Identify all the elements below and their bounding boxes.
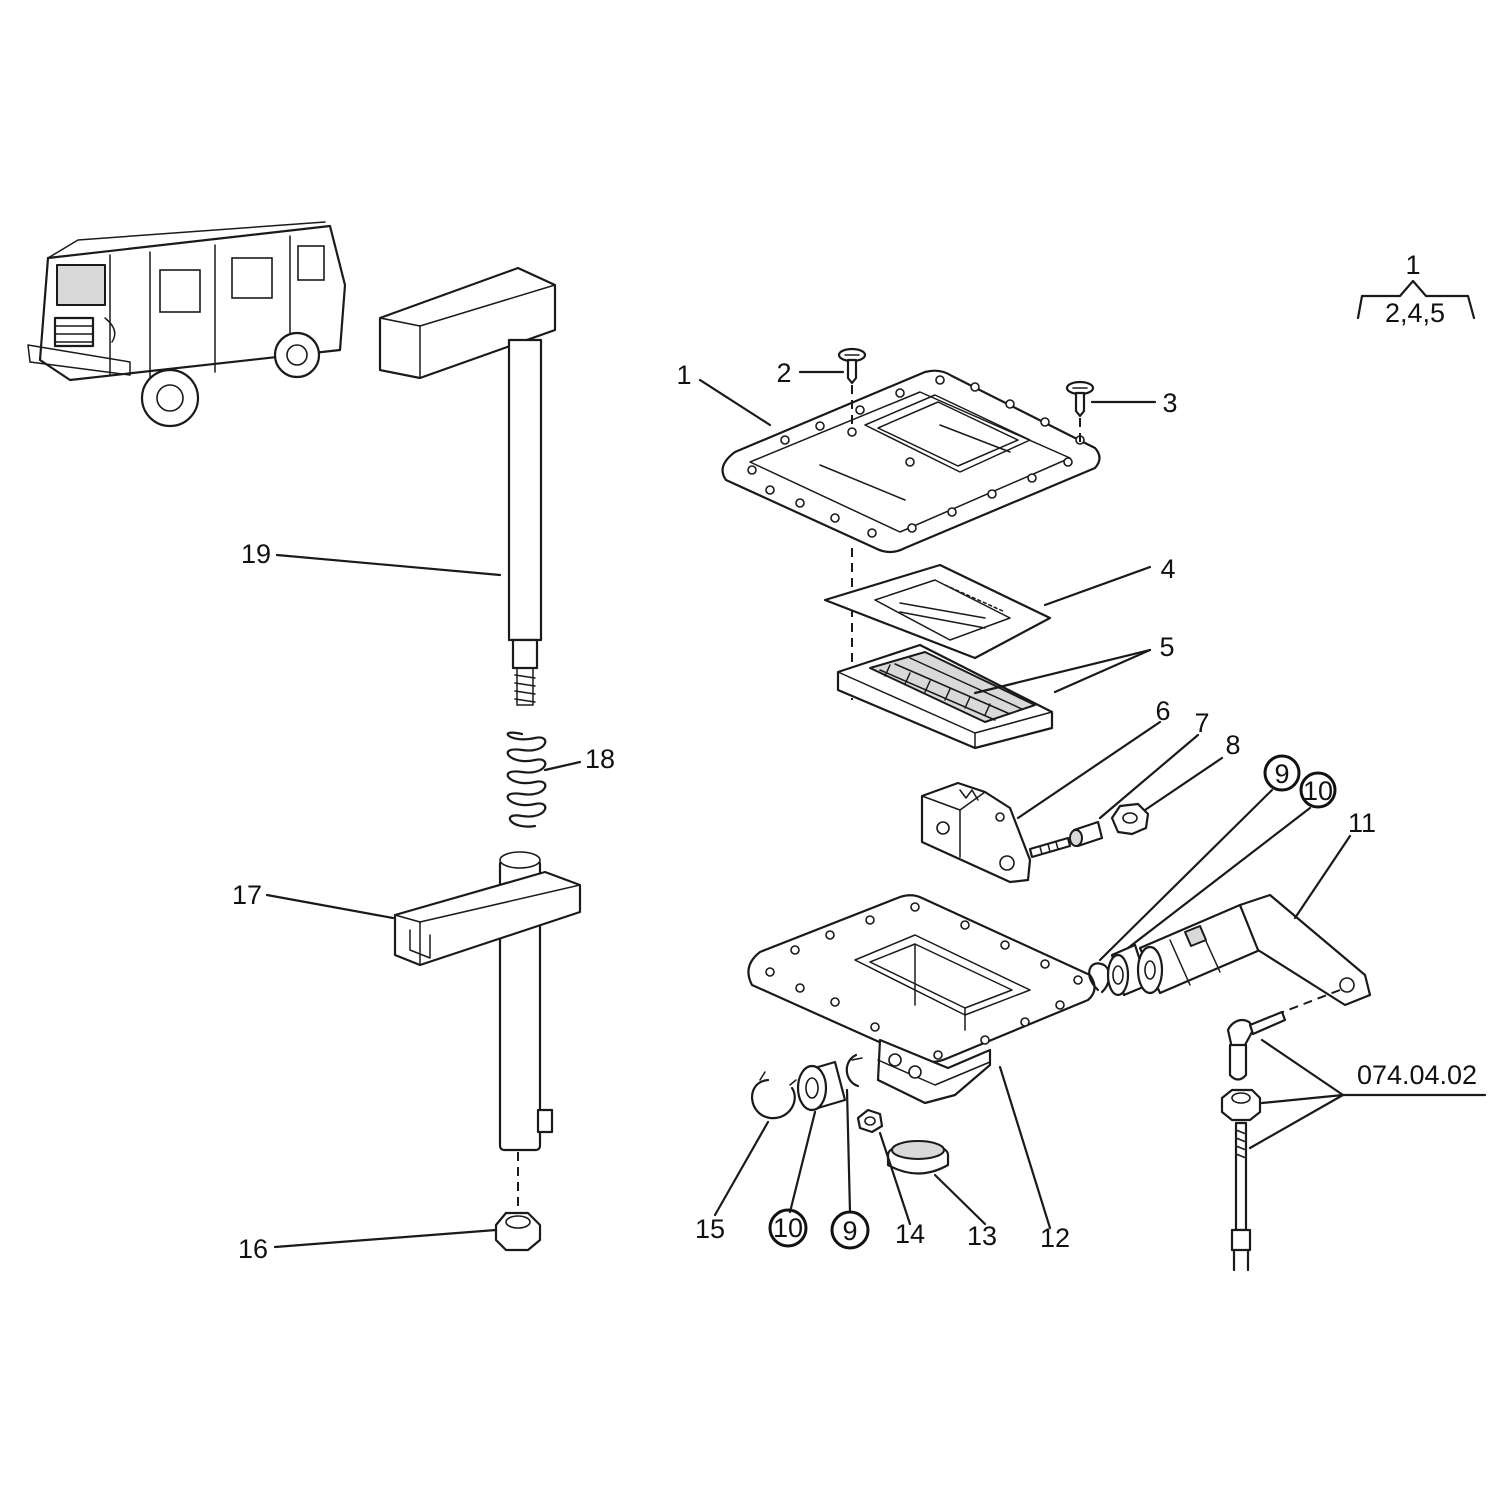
callout-7: 7 — [1194, 708, 1209, 738]
callout-14: 14 — [895, 1219, 925, 1249]
callout-12: 12 — [1040, 1223, 1070, 1253]
part-8-nut — [1110, 802, 1150, 836]
callout-16: 16 — [238, 1234, 268, 1264]
callout-9-upper-circle — [1263, 754, 1301, 792]
part-9-upper-circlip — [1088, 962, 1111, 994]
callout-9-lower-circle — [830, 1210, 870, 1250]
callout-10-upper-circle — [1299, 771, 1337, 809]
linkage-ball-joint — [1226, 1010, 1287, 1081]
callout-2: 2 — [776, 358, 791, 388]
part-3-screw — [1065, 380, 1095, 445]
base-housing-bolt-holes — [765, 902, 1083, 1060]
part-14-small-nut — [856, 1108, 884, 1134]
callout-19: 19 — [241, 539, 271, 569]
callout-4: 4 — [1160, 554, 1175, 584]
part-17-lever-bracket — [393, 851, 582, 1152]
linkage-rod — [1230, 1121, 1252, 1272]
callout-5: 5 — [1159, 632, 1174, 662]
callout-8: 8 — [1225, 730, 1240, 760]
part-15-retaining-ring — [751, 1071, 797, 1120]
callout-9-lower: 9 — [842, 1216, 857, 1246]
part-7-bolt-bushing — [1028, 820, 1104, 859]
assembly-key-parent: 1 — [1405, 250, 1420, 280]
part-9-lower-circlip — [845, 1053, 863, 1088]
part-1-cover-plate — [721, 369, 1101, 554]
callout-3: 3 — [1162, 388, 1177, 418]
vehicle-thumbnail — [27, 221, 347, 428]
part-2-screw — [837, 347, 867, 428]
part-10-lower-bushing — [796, 1060, 847, 1112]
part-19-gear-lever — [378, 266, 557, 706]
callout-15: 15 — [695, 1214, 725, 1244]
callout-17: 17 — [232, 880, 262, 910]
part-16-nut — [494, 1152, 542, 1252]
callout-labels: 1 2 3 4 5 6 7 8 9 10 11 12 13 14 9 10 15… — [232, 358, 1477, 1264]
assembly-key: 1 2,4,5 — [1356, 250, 1476, 328]
callout-10-upper: 10 — [1303, 776, 1333, 806]
part-11-selector-shaft — [1136, 893, 1372, 1021]
leader-lines — [265, 370, 1487, 1249]
callout-11: 11 — [1348, 808, 1376, 838]
part-18-spring — [506, 731, 547, 828]
part-5-gate-guides — [836, 643, 1054, 750]
linkage-nut — [1220, 1088, 1262, 1122]
part-12-base-housing — [747, 894, 1096, 1105]
callout-10-lower-circle — [768, 1208, 808, 1248]
callout-1: 1 — [676, 360, 691, 390]
part-4-gate-plate — [823, 563, 1052, 660]
part-13-plug — [886, 1140, 950, 1175]
cover-plate-bolt-holes — [747, 375, 1085, 538]
callout-13: 13 — [967, 1221, 997, 1251]
reference-number: 074.04.02 — [1357, 1060, 1477, 1090]
callout-9-upper: 9 — [1274, 759, 1289, 789]
callout-6: 6 — [1155, 696, 1170, 726]
callout-18: 18 — [585, 744, 615, 774]
assembly-key-children: 2,4,5 — [1385, 298, 1445, 328]
part-6-lock-bracket — [920, 781, 1032, 884]
callout-10-lower: 10 — [773, 1213, 803, 1243]
